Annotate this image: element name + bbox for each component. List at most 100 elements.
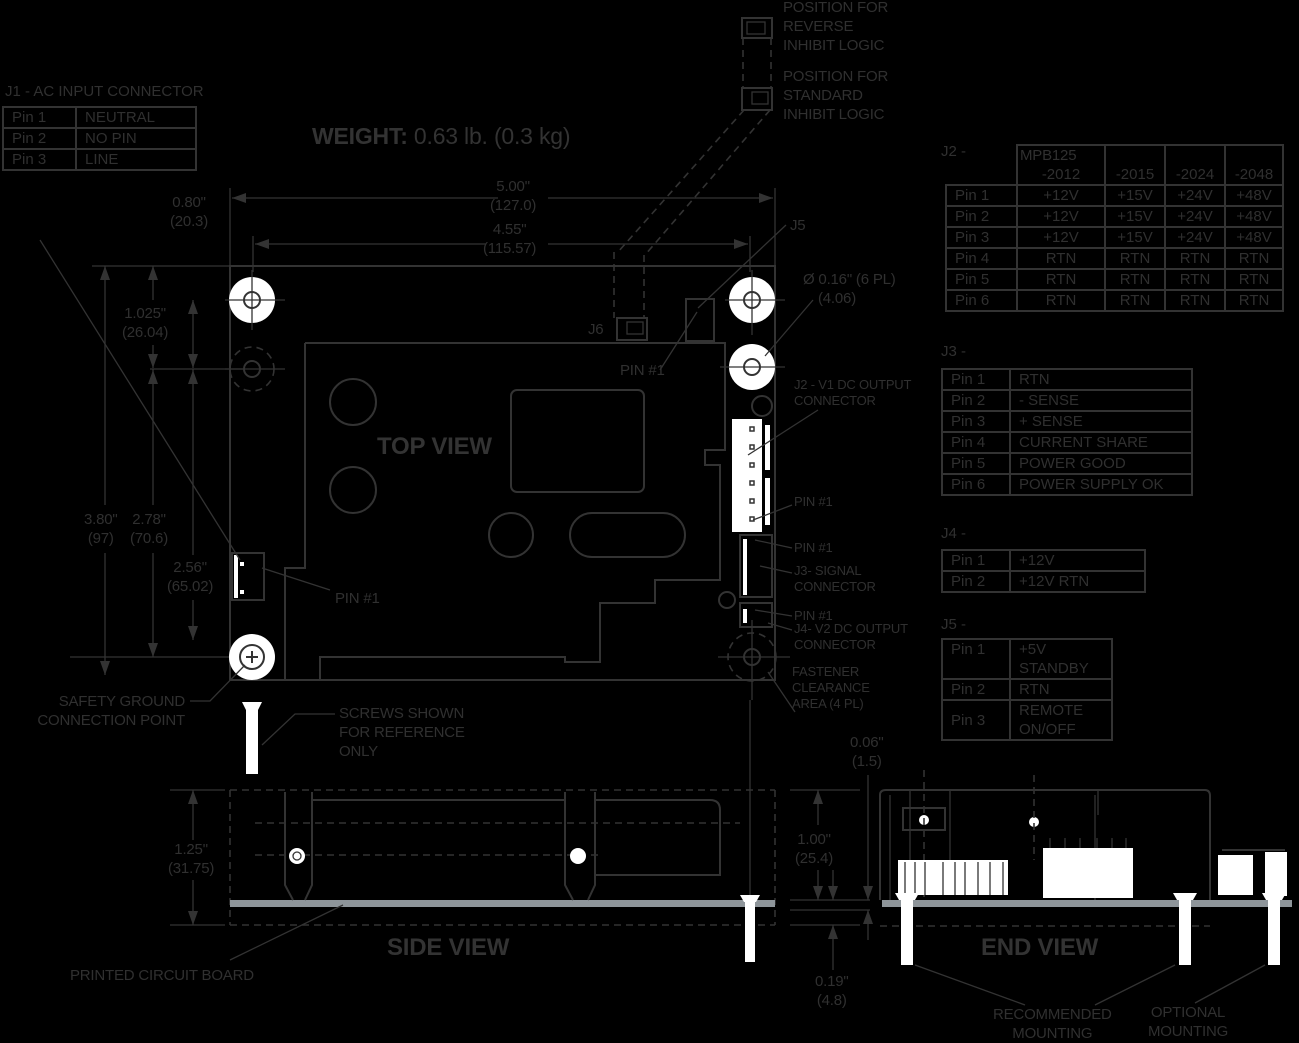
dim-in: 1.25" — [174, 841, 208, 858]
value-cell: +12V — [1016, 184, 1106, 207]
end-view-title: END VIEW — [981, 934, 1099, 961]
value-cell: +12V — [1009, 549, 1146, 572]
value-cell: RTN — [1104, 247, 1166, 270]
col-header: -2024 — [1164, 144, 1226, 186]
mounting-hole-icon — [225, 270, 285, 330]
dim-left-offset: 0.80"(20.3) — [170, 193, 208, 231]
dim-hole-spacing-height: 2.78"(70.6) — [130, 510, 168, 548]
value-line: ON/OFF — [1019, 721, 1076, 738]
table-row: -2012 -2015 -2024 -2048 — [946, 144, 1284, 186]
dim-mm: (65.02) — [167, 578, 214, 595]
value-cell: +48V — [1224, 205, 1284, 228]
value-cell: RTN — [1224, 247, 1284, 270]
value-cell: POWER GOOD — [1009, 452, 1193, 475]
value-line: REMOTE — [1019, 702, 1084, 719]
pin-cell: Pin 2 — [2, 127, 77, 150]
table-row: Pin 3+12V+15V+24V+48V — [945, 226, 1284, 249]
reverse-logic-note: POSITION FOR REVERSE INHIBIT LOGIC — [783, 0, 888, 55]
value-cell: RTN — [1164, 247, 1226, 270]
j6-label: J6 — [588, 321, 604, 338]
dim-in: 2.78" — [132, 511, 166, 528]
dim-mm: (31.75) — [168, 860, 215, 877]
label-line: J3- SIGNAL — [794, 563, 862, 578]
pin-cell: Pin 3 — [2, 148, 77, 171]
pin-cell: Pin 2 — [941, 678, 1011, 701]
dim-in: 0.19" — [815, 973, 849, 990]
table-row: Pin 2+12V RTN — [941, 570, 1146, 593]
value-cell: RTN — [1104, 289, 1166, 312]
table-row: Pin 2+12V+15V+24V+48V — [945, 205, 1284, 228]
value-cell: RTN — [1224, 268, 1284, 291]
col-header: -2048 — [1224, 144, 1284, 186]
note-line: INHIBIT LOGIC — [783, 106, 885, 123]
dim-component-height: 1.00" (25.4) — [795, 830, 833, 868]
label-line: OPTIONAL — [1150, 1004, 1226, 1021]
value-cell: RTN — [1009, 368, 1193, 391]
label-line: SCREWS SHOWN — [339, 705, 465, 722]
value-cell: + SENSE — [1009, 410, 1193, 433]
note-line: STANDARD — [783, 87, 863, 104]
dim-in: 0.06" — [850, 734, 884, 751]
dim-in: 3.80" — [84, 511, 118, 528]
value-line: +5V — [1019, 641, 1047, 658]
label-line: ONLY — [339, 743, 378, 760]
pin1-label-j2: PIN #1 — [794, 494, 833, 509]
dim-hole-offset-top: 1.025"(26.04) — [122, 304, 168, 342]
jumper-standard-icon — [741, 87, 773, 111]
value-cell: RTN — [1009, 678, 1113, 701]
dim-in: 4.55" — [492, 221, 527, 238]
dim-in: 1.00" — [797, 831, 831, 848]
pin1-label-j4: PIN #1 — [794, 608, 833, 623]
table-row: Pin 1+12V — [941, 549, 1146, 572]
value-cell: NEUTRAL — [75, 106, 197, 129]
label-line: AREA (4 PL) — [792, 696, 864, 711]
dim-in: 0.80" — [172, 194, 206, 211]
col-header: -2015 — [1104, 144, 1166, 186]
pin-cell: Pin 5 — [941, 452, 1011, 475]
value-cell: +48V — [1224, 226, 1284, 249]
value-cell: +12V RTN — [1009, 570, 1146, 593]
value-cell: +12V — [1016, 226, 1106, 249]
j2-pin-table: -2012 -2015 -2024 -2048 Pin 1+12V+15V+24… — [945, 144, 1284, 312]
value-cell: RTN — [1164, 289, 1226, 312]
dim-bottom-clearance: 0.19"(4.8) — [815, 972, 849, 1010]
label-line: CONNECTOR — [794, 393, 876, 408]
pin1-label-j3: PIN #1 — [794, 540, 833, 555]
jumper-reverse-icon — [741, 17, 773, 39]
safety-ground-icon — [229, 634, 275, 680]
dim-mm: (26.04) — [122, 324, 169, 341]
value-cell: RTN — [1104, 268, 1166, 291]
note-line: POSITION FOR — [783, 68, 889, 85]
label-line: MOUNTING — [1012, 1025, 1093, 1042]
label-line: CONNECTOR — [794, 579, 876, 594]
note-line: POSITION FOR — [783, 0, 889, 16]
top-view-title: TOP VIEW — [377, 433, 492, 460]
standard-logic-note: POSITION FOR STANDARD INHIBIT LOGIC — [783, 67, 888, 124]
value-cell: CURRENT SHARE — [1009, 431, 1193, 454]
dim-mm: (25.4) — [795, 850, 833, 867]
j3-title: J3 - — [941, 343, 967, 360]
dim-overall-height: 3.80"(97) — [84, 510, 118, 548]
pin-cell: Pin 6 — [945, 289, 1018, 312]
note-line: REVERSE — [783, 18, 854, 35]
pin-cell: Pin 1 — [945, 184, 1018, 207]
pin-cell: Pin 3 — [945, 226, 1018, 249]
label-line: CONNECTION POINT — [37, 712, 185, 729]
pin1-label-j1: PIN #1 — [335, 590, 380, 607]
weight-label: WEIGHT: — [312, 123, 408, 149]
screw-icon — [242, 702, 262, 774]
j5-title: J5 - — [941, 616, 967, 633]
